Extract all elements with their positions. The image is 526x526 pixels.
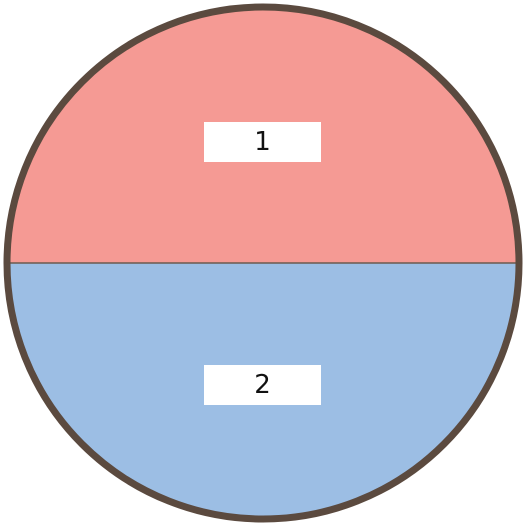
section-1-label-text: 1	[254, 127, 271, 157]
section-2-label-text: 2	[254, 370, 271, 400]
circle-outline	[3, 3, 523, 523]
section-2-label: 2	[204, 365, 321, 405]
section-1-label: 1	[204, 122, 321, 162]
